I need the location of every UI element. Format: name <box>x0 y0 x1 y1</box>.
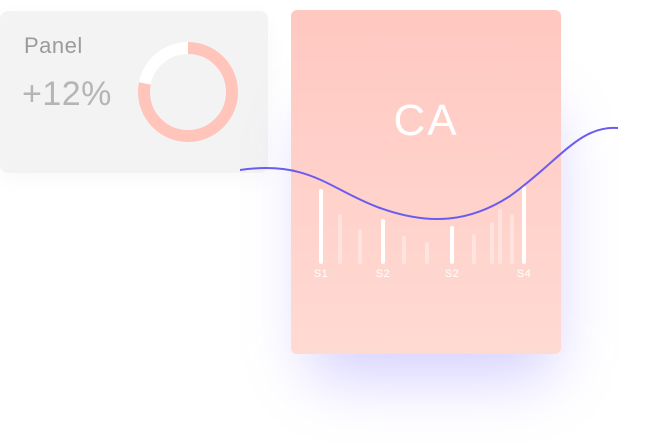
background-bar <box>425 242 429 264</box>
background-bar <box>402 236 406 264</box>
background-bar <box>338 214 342 264</box>
background-bar <box>490 222 494 264</box>
bar-s2 <box>381 219 385 264</box>
bar-s1 <box>319 189 323 264</box>
background-bar <box>358 229 362 264</box>
bar-s2 <box>450 226 454 264</box>
background-bar <box>472 234 476 264</box>
panel-value: +12% <box>22 75 112 113</box>
bar-chart <box>319 186 526 264</box>
tick-label: S2 <box>444 268 460 280</box>
tick-label: S1 <box>313 268 329 280</box>
tick-label: S4 <box>516 268 532 280</box>
panel-title: Panel <box>24 33 83 58</box>
progress-ring-arc <box>138 42 238 142</box>
background-bar <box>510 214 514 264</box>
background-bar <box>498 209 502 264</box>
progress-ring <box>138 42 238 142</box>
bar-s4 <box>522 186 526 264</box>
stat-panel[interactable]: Panel +12% <box>0 11 268 173</box>
tick-label: S2 <box>375 268 391 280</box>
